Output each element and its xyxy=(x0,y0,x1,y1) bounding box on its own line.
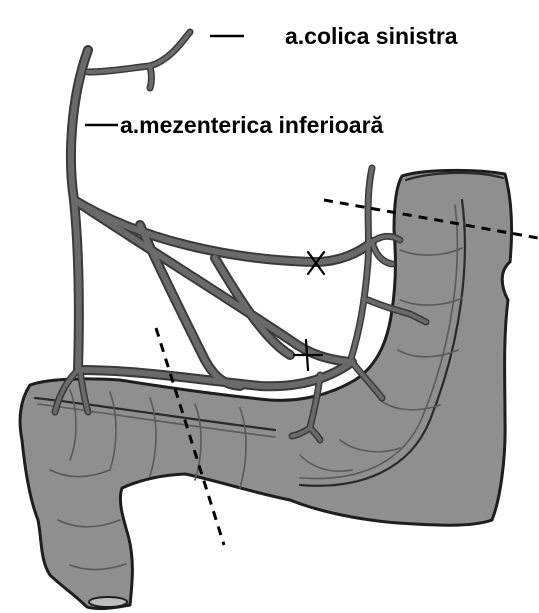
label-mezenterica-inferioara: a.mezenterica inferioară xyxy=(120,112,384,138)
label-colica-sinistra: a.colica sinistra xyxy=(285,23,458,49)
colon-bottom-opening xyxy=(89,597,127,607)
